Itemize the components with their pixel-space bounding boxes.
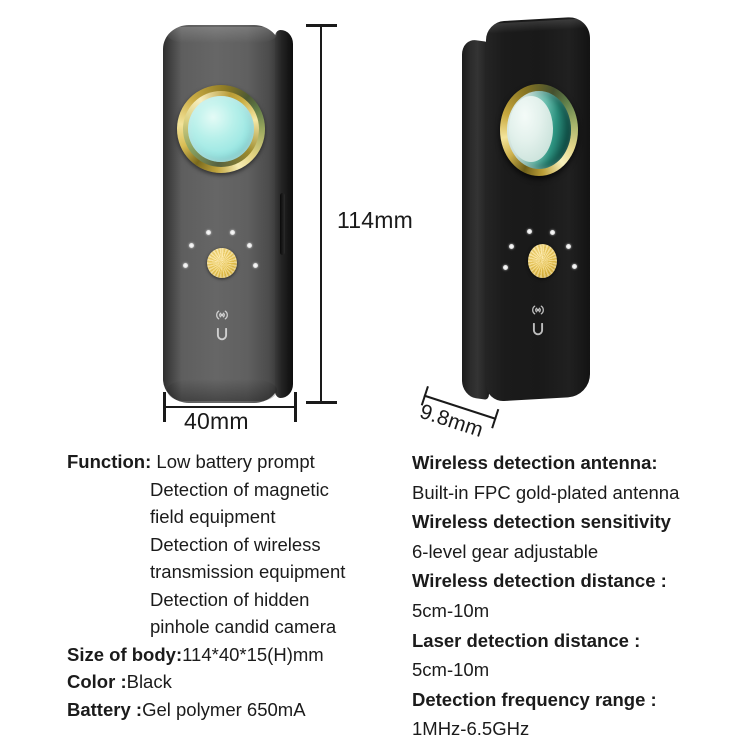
spec-label: Battery : (67, 698, 143, 720)
specs-right-column: Wireless detection antenna: Built-in FPC… (412, 448, 742, 744)
led-indicator (247, 243, 252, 248)
dimension-cap-bottom (306, 401, 337, 404)
spec-value-frequency-range: 1MHz-6.5GHz (412, 718, 530, 740)
led-indicator (550, 230, 555, 235)
spec-function-item: field equipment (150, 506, 276, 527)
spec-label: Color : (67, 671, 127, 692)
spec-label-laser-distance: Laser detection distance : (412, 629, 641, 651)
spec-label-sensitivity: Wireless detection sensitivity (412, 511, 671, 533)
status-icons (486, 304, 590, 350)
side-button (280, 193, 285, 255)
spec-function-row: Function: Low battery prompt (67, 448, 397, 476)
dimension-cap-right (294, 392, 297, 422)
spec-function-item: Detection of magnetic (150, 478, 329, 500)
status-icons (163, 309, 280, 355)
dimension-height (306, 24, 366, 406)
wireless-signal-icon (531, 304, 546, 316)
control-pad (494, 218, 586, 300)
lens-glass (509, 96, 553, 162)
led-indicator (566, 244, 571, 249)
led-indicator (230, 230, 235, 235)
led-indicator (509, 244, 514, 249)
spec-label-frequency-range: Detection frequency range : (412, 688, 657, 710)
spec-value-wireless-distance: 5cm-10m (412, 599, 490, 621)
led-indicator (183, 263, 188, 268)
led-indicator (189, 243, 194, 248)
spec-value: Low battery prompt (156, 451, 315, 472)
dimension-width (163, 392, 299, 424)
wireless-signal-icon (214, 309, 229, 321)
control-pad (173, 220, 269, 300)
lens-glass (188, 96, 254, 162)
spec-label-antenna: Wireless detection antenna: (412, 452, 658, 473)
device-side-face (462, 38, 489, 401)
spec-row-size: Size of body:114*40*15(H)mm (67, 641, 397, 669)
laser-lens (500, 84, 578, 176)
device-front-view (163, 25, 296, 403)
spec-value: Gel polymer 650mA (142, 698, 306, 720)
spec-label: Size of body: (67, 643, 183, 665)
led-indicator (503, 265, 508, 270)
led-indicator (206, 230, 211, 235)
device-angled-view (462, 16, 612, 412)
spec-label: Function: (67, 451, 152, 472)
led-indicator (253, 263, 258, 268)
magnet-icon (532, 323, 545, 337)
spec-value: Black (126, 671, 172, 692)
led-indicator (572, 264, 577, 269)
magnet-icon (215, 328, 228, 342)
led-indicator (527, 229, 532, 234)
specs-left-column: Function: Low battery prompt Detection o… (67, 448, 397, 723)
spec-function-item: Detection of hidden (150, 588, 310, 610)
spec-function-item: Detection of wireless (150, 533, 321, 555)
spec-row-battery: Battery :Gel polymer 650mA (67, 696, 397, 724)
spec-value: 114*40*15(H)mm (182, 643, 324, 665)
power-button (528, 244, 557, 278)
laser-lens (177, 85, 265, 173)
dimension-line (163, 406, 297, 409)
spec-function-item: pinhole candid camera (150, 616, 337, 637)
spec-value-laser-distance: 5cm-10m (412, 659, 490, 681)
spec-value-sensitivity: 6-level gear adjustable (412, 540, 599, 562)
dimension-height-label: 114mm (337, 207, 413, 233)
spec-value-antenna: Built-in FPC gold-plated antenna (412, 481, 680, 503)
power-button (207, 248, 237, 278)
spec-function-item: transmission equipment (150, 561, 346, 582)
dimension-width-label: 40mm (184, 408, 249, 434)
dimension-line (320, 24, 323, 404)
spec-label-wireless-distance: Wireless detection distance : (412, 570, 667, 592)
spec-row-color: Color :Black (67, 668, 397, 696)
